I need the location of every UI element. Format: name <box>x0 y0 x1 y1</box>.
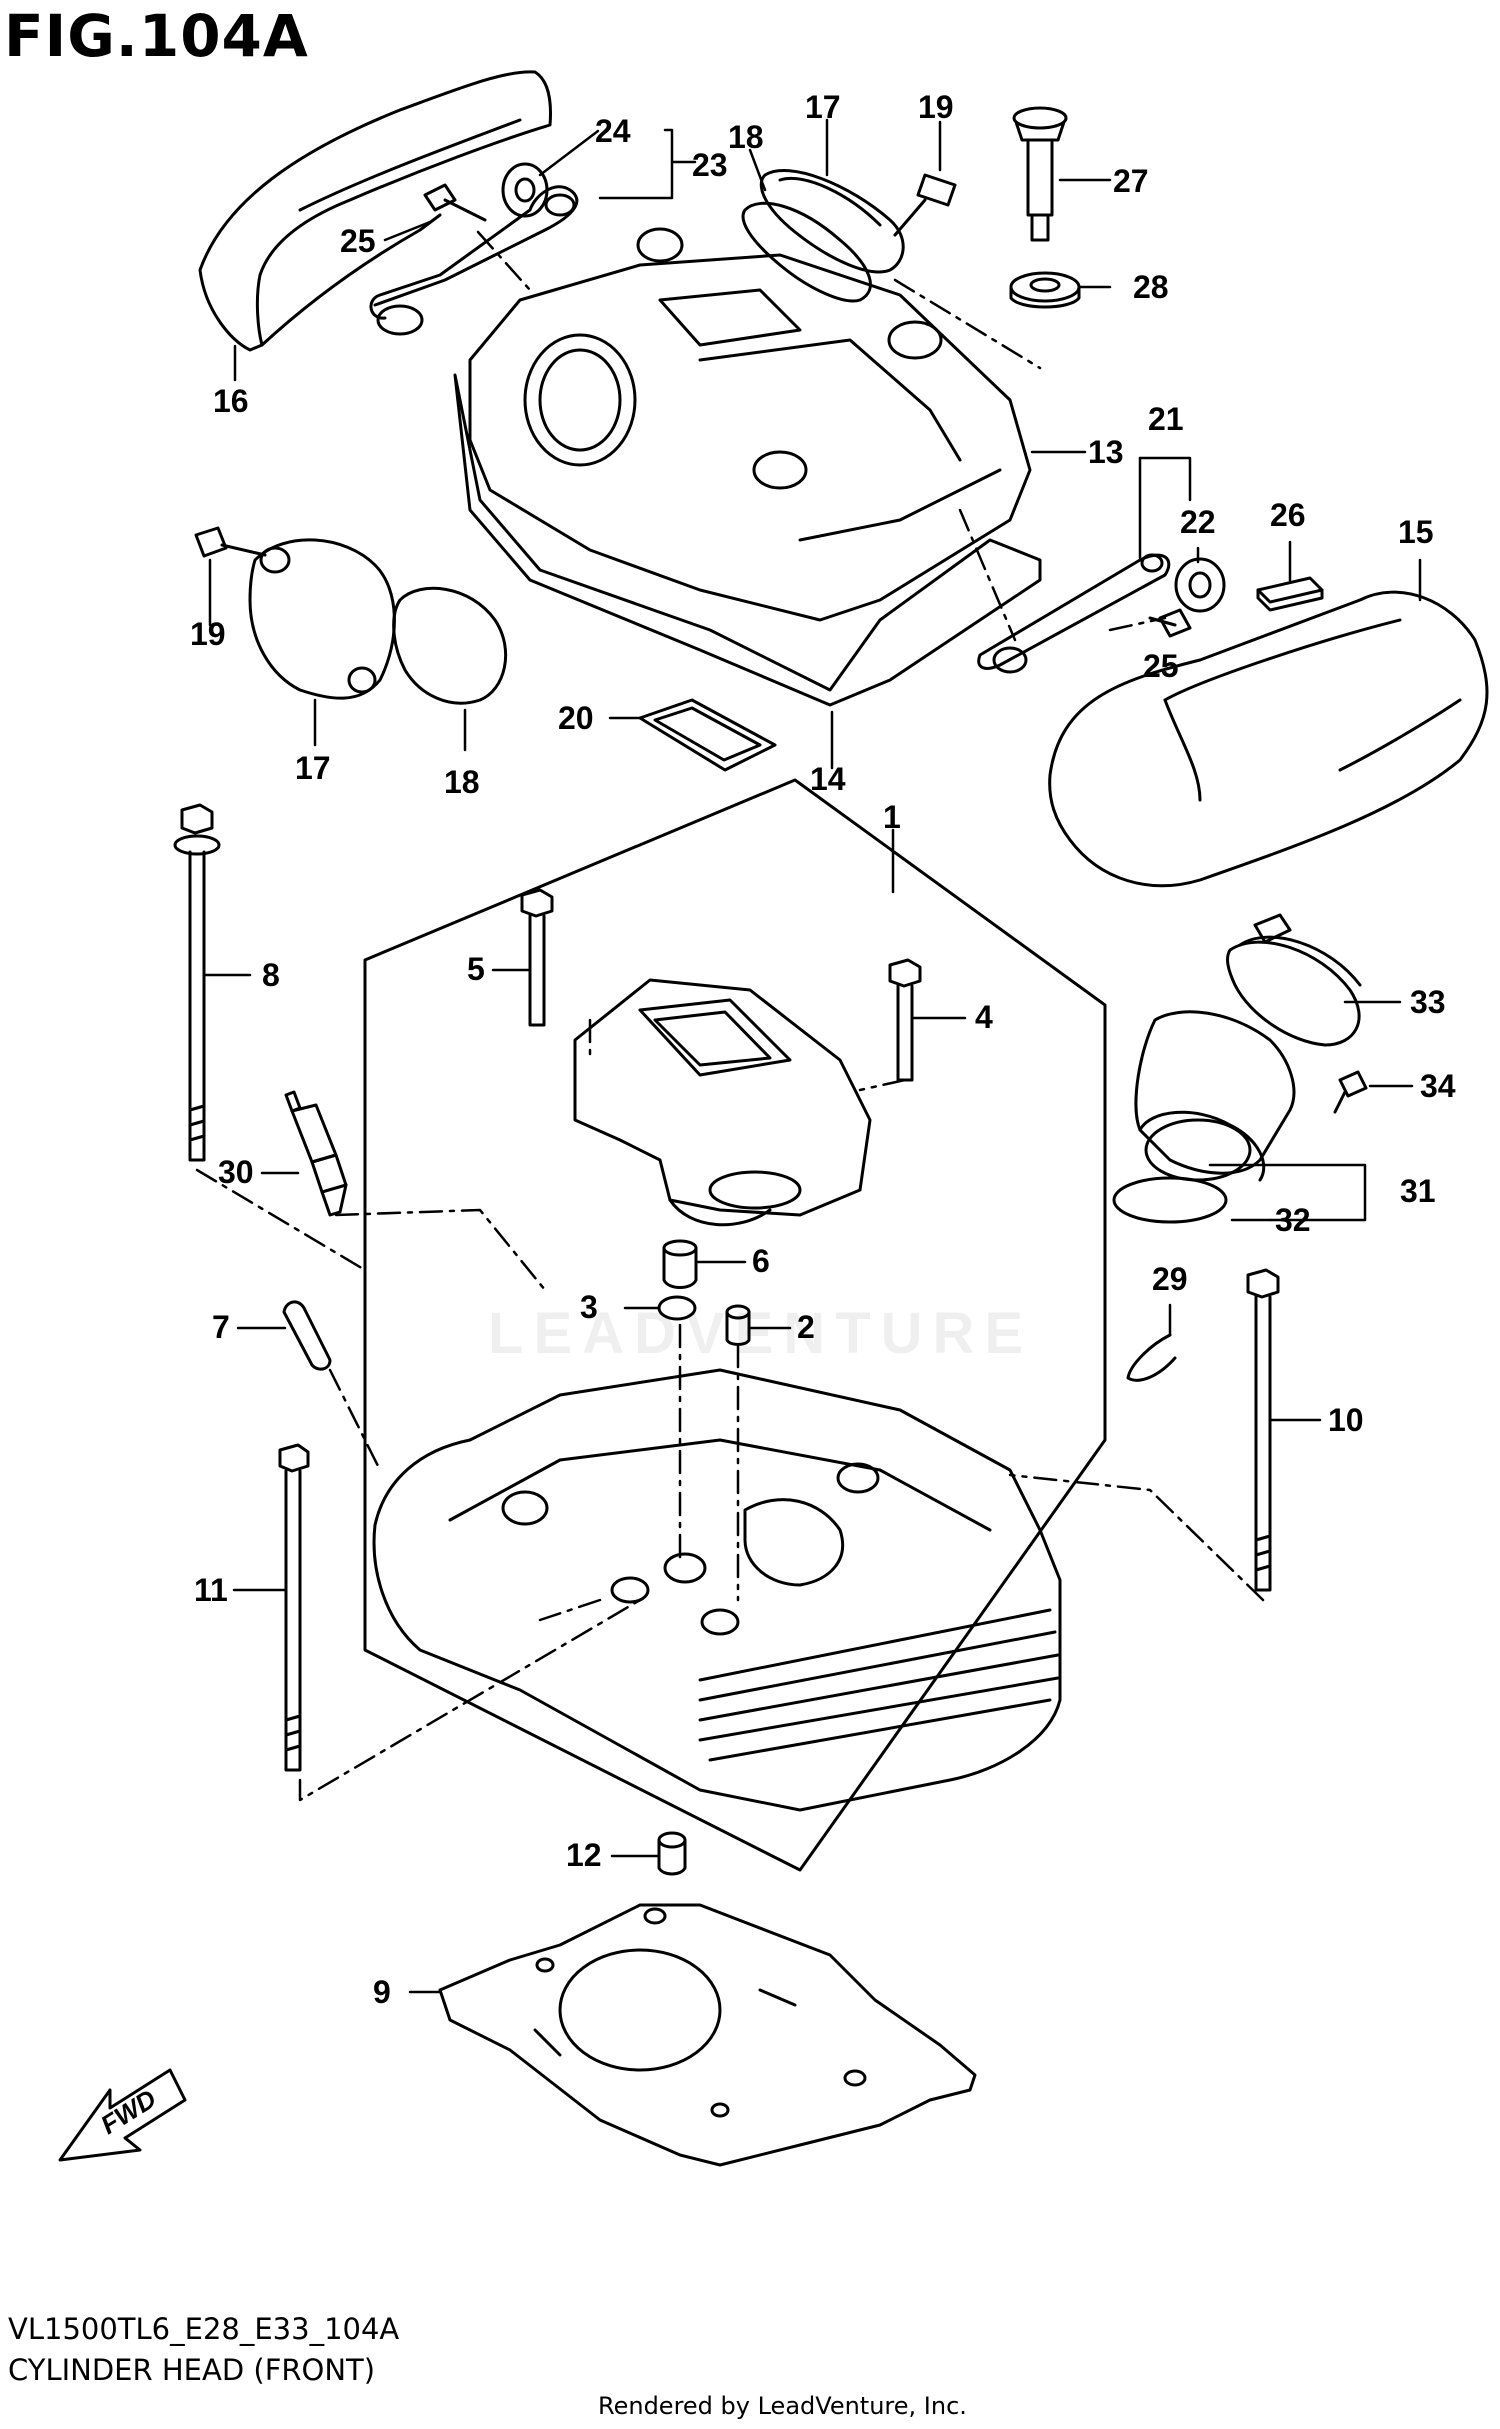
callout-1[interactable]: 1 <box>883 799 901 835</box>
part-18-oring-left[interactable] <box>392 586 508 705</box>
part-25-bolt-left[interactable] <box>423 183 487 222</box>
part-11-bolt[interactable] <box>278 1443 310 1772</box>
part-17-cover-top[interactable] <box>759 169 905 274</box>
callout-12[interactable]: 12 <box>566 1837 602 1873</box>
diagram-description: CYLINDER HEAD (FRONT) <box>8 2353 376 2387</box>
part-14-cover-gasket[interactable] <box>453 373 1042 707</box>
callout-25-right[interactable]: 25 <box>1143 648 1179 684</box>
part-33-clamp[interactable] <box>1226 913 1362 1047</box>
part-28-washer[interactable] <box>1009 271 1081 309</box>
part-27-bolt[interactable] <box>1012 106 1068 242</box>
callout-34[interactable]: 34 <box>1420 1068 1456 1104</box>
callout-14[interactable]: 14 <box>810 761 846 797</box>
callout-29[interactable]: 29 <box>1152 1261 1188 1297</box>
part-20-gasket[interactable] <box>638 698 777 772</box>
alignment-lines <box>195 230 1265 1802</box>
part-21-bracket[interactable] <box>977 553 1171 674</box>
callout-9[interactable]: 9 <box>373 1974 391 2010</box>
part-13-head-cover[interactable] <box>468 227 1032 622</box>
intake-holder[interactable] <box>573 978 872 1227</box>
callout-19-top[interactable]: 19 <box>918 89 954 125</box>
part-3-oring[interactable] <box>657 1295 697 1321</box>
callout-20[interactable]: 20 <box>558 700 594 736</box>
fwd-arrow-icon: FWD <box>58 2068 187 2162</box>
callout-8[interactable]: 8 <box>262 957 280 993</box>
callout-22[interactable]: 22 <box>1180 504 1216 540</box>
part-15-side-cover[interactable] <box>1048 590 1489 888</box>
cylinder-head[interactable] <box>372 1368 1062 1812</box>
part-17-cover-left[interactable] <box>248 538 396 700</box>
callout-23[interactable]: 23 <box>692 147 728 183</box>
callout-33[interactable]: 33 <box>1410 984 1446 1020</box>
part-34-screw[interactable] <box>1333 1070 1368 1114</box>
callout-15[interactable]: 15 <box>1398 514 1434 550</box>
part-12-dowel[interactable] <box>657 1831 687 1876</box>
callout-19-left[interactable]: 19 <box>190 616 226 652</box>
callout-10[interactable]: 10 <box>1328 1402 1364 1438</box>
callout-11[interactable]: 11 <box>194 1572 228 1608</box>
watermark: LEADVENTURE <box>488 1301 1034 1366</box>
part-23-bracket[interactable] <box>369 185 579 336</box>
leader-lines <box>202 118 1422 1994</box>
callout-5[interactable]: 5 <box>467 951 485 987</box>
callout-30[interactable]: 30 <box>218 1154 254 1190</box>
part-32-oring[interactable] <box>1112 1176 1228 1224</box>
callout-21[interactable]: 21 <box>1148 401 1184 437</box>
callout-16[interactable]: 16 <box>213 383 249 419</box>
callout-25-left[interactable]: 25 <box>340 223 376 259</box>
part-24-grommet[interactable] <box>501 162 549 218</box>
callouts: 24 23 25 18 17 19 27 28 16 13 21 22 25 2… <box>190 89 1456 2010</box>
callout-24[interactable]: 24 <box>595 113 631 149</box>
callout-31[interactable]: 31 <box>1400 1173 1436 1209</box>
part-30-spark-plug[interactable] <box>284 1090 348 1217</box>
callout-27[interactable]: 27 <box>1113 163 1149 199</box>
callout-13[interactable]: 13 <box>1088 434 1124 470</box>
part-6-tappet[interactable] <box>662 1239 698 1289</box>
part-16-shield[interactable] <box>198 70 552 352</box>
part-1-frame <box>363 778 1107 1872</box>
render-credit: Rendered by LeadVenture, Inc. <box>598 2392 967 2420</box>
part-18-gasket-top[interactable] <box>741 201 872 303</box>
part-22-grommet[interactable] <box>1174 557 1226 613</box>
callout-18-top[interactable]: 18 <box>728 119 764 155</box>
part-9-head-gasket[interactable] <box>438 1903 977 2167</box>
part-29-clip[interactable] <box>1126 1333 1177 1382</box>
part-5-bolt[interactable] <box>520 888 554 1027</box>
callout-6[interactable]: 6 <box>752 1243 770 1279</box>
part-2-dowel[interactable] <box>725 1304 751 1346</box>
callout-2[interactable]: 2 <box>797 1309 815 1345</box>
callout-26[interactable]: 26 <box>1270 497 1306 533</box>
callout-4[interactable]: 4 <box>975 999 993 1035</box>
callout-17-left[interactable]: 17 <box>295 750 331 786</box>
part-25-bolt-right[interactable] <box>1148 608 1192 638</box>
callout-3[interactable]: 3 <box>580 1289 598 1325</box>
part-4-bolt[interactable] <box>888 958 922 1082</box>
callout-17-top[interactable]: 17 <box>805 89 841 125</box>
part-26-pad[interactable] <box>1256 576 1324 612</box>
part-19-bolt-top[interactable] <box>893 173 957 237</box>
diagram-code: VL1500TL6_E28_E33_104A <box>8 2312 400 2346</box>
callout-18-left[interactable]: 18 <box>444 764 480 800</box>
figure-title: FIG.104A <box>4 2 309 70</box>
part-31-intake-pipe[interactable] <box>1134 1010 1296 1182</box>
callout-7[interactable]: 7 <box>212 1309 230 1345</box>
part-8-bolt[interactable] <box>173 803 221 1162</box>
callout-32[interactable]: 32 <box>1275 1202 1311 1238</box>
part-10-bolt[interactable] <box>1246 1268 1280 1592</box>
callout-28[interactable]: 28 <box>1133 269 1169 305</box>
part-7-pin[interactable] <box>282 1300 332 1371</box>
part-19-bolt-left[interactable] <box>194 526 267 558</box>
